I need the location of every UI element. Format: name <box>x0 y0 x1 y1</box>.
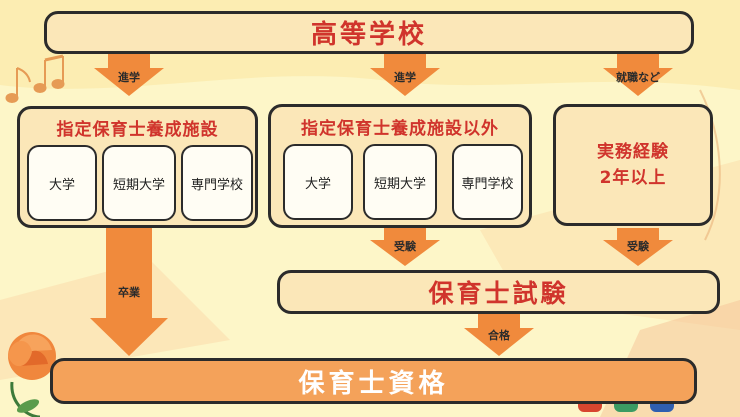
label-graduation: 卒業 <box>118 286 140 299</box>
designated-facility-title: 指定保育士養成施設 <box>56 120 219 140</box>
arrow-middle-bottom <box>370 228 440 266</box>
label-advance-left: 進学 <box>118 71 140 84</box>
arrow-right-bottom <box>603 228 673 266</box>
label-advance-middle: 進学 <box>394 71 416 84</box>
music-notes-icon <box>5 54 65 103</box>
label-exam-right: 受験 <box>627 240 649 253</box>
other-facility-panel: 指定保育士養成施設以外 大学 短期大学 専門学校 <box>268 104 532 228</box>
arrow-right-top <box>603 54 673 96</box>
arrow-left-long <box>90 228 168 356</box>
designated-junior-college: 短期大学 <box>102 145 176 221</box>
exam-title: 保育士試験 <box>428 279 569 308</box>
work-experience-line2: 2年以上 <box>599 168 667 188</box>
qualification-title: 保育士資格 <box>298 368 449 399</box>
qualification-box: 保育士資格 <box>50 358 697 404</box>
designated-vocational-school: 専門学校 <box>181 145 253 221</box>
other-vocational-school: 専門学校 <box>452 144 523 220</box>
label-employment: 就職など <box>616 71 660 84</box>
exam-box: 保育士試験 <box>277 270 720 314</box>
other-junior-college: 短期大学 <box>363 144 437 220</box>
high-school-box: 高等学校 <box>44 11 694 54</box>
arrow-middle-top <box>370 54 440 96</box>
arrow-left-top <box>94 54 164 96</box>
designated-facility-panel: 指定保育士養成施設 大学 短期大学 専門学校 <box>17 106 258 228</box>
work-experience-box: 実務経験 2年以上 <box>553 104 713 226</box>
flower-icon <box>8 332 56 417</box>
label-pass: 合格 <box>488 329 510 342</box>
label-exam-middle: 受験 <box>394 240 416 253</box>
high-school-title: 高等学校 <box>310 20 427 50</box>
work-experience-line1: 実務経験 <box>597 142 669 162</box>
designated-university: 大学 <box>27 145 97 221</box>
other-facility-title: 指定保育士養成施設以外 <box>301 119 499 139</box>
other-university: 大学 <box>283 144 353 220</box>
arrow-exam-down <box>464 314 534 356</box>
